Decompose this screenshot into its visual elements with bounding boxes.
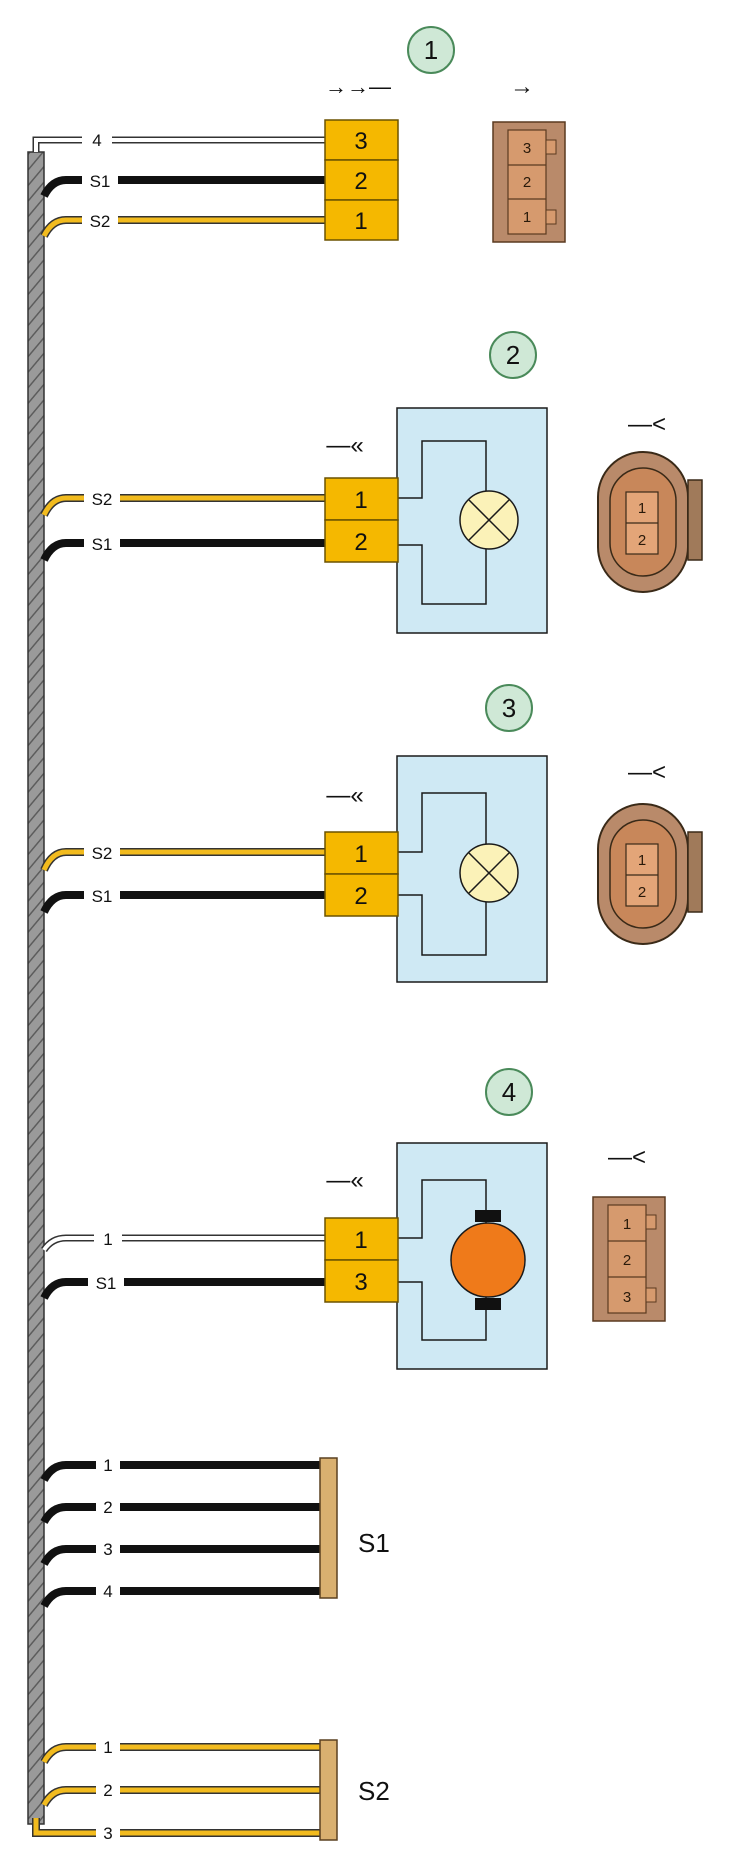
harness-connector-symbol: —« bbox=[326, 432, 363, 459]
wire-label: 2 bbox=[103, 1498, 112, 1517]
wire-s1-black bbox=[40, 176, 325, 198]
wire-label: 1 bbox=[103, 1456, 112, 1475]
view-pin: 2 bbox=[638, 532, 646, 549]
component-number: 3 bbox=[502, 693, 516, 723]
mating-connector-view-1: 3 2 1 bbox=[492, 121, 566, 243]
mating-connector-symbol: —< bbox=[608, 1144, 646, 1171]
harness-connector-symbol: →→— bbox=[325, 74, 391, 99]
motor-icon bbox=[450, 1222, 526, 1298]
mating-connector-symbol: —< bbox=[628, 411, 666, 438]
view-pin: 3 bbox=[623, 1289, 631, 1306]
wire-label: 3 bbox=[103, 1540, 112, 1559]
component-number-badge bbox=[485, 1068, 533, 1116]
pin-number: 3 bbox=[354, 1269, 367, 1296]
splice-s1: 1 2 3 4 S1 bbox=[40, 1455, 390, 1609]
view-pin: 1 bbox=[638, 852, 646, 869]
wire-s2-yellow bbox=[40, 848, 325, 872]
wire-4-white bbox=[32, 136, 325, 152]
view-pin: 2 bbox=[638, 884, 646, 901]
splice-wire bbox=[40, 1461, 320, 1609]
component-number-badge bbox=[485, 684, 533, 732]
pin-number: 1 bbox=[354, 841, 367, 868]
splice-bar bbox=[319, 1457, 338, 1599]
wire-label: S1 bbox=[92, 535, 113, 554]
wire-s1-black bbox=[40, 891, 325, 914]
wire-label: S1 bbox=[96, 1274, 117, 1293]
view-pin: 1 bbox=[623, 1216, 631, 1233]
harness-connector-1: 3 2 1 bbox=[324, 119, 399, 241]
mating-connector-view-3: 1 2 bbox=[597, 803, 703, 945]
splice-bar bbox=[319, 1739, 338, 1841]
component-number: 1 bbox=[424, 35, 438, 65]
wire-label: S1 bbox=[92, 887, 113, 906]
pin-number: 1 bbox=[354, 487, 367, 514]
mating-connector-view-4: 1 2 3 bbox=[592, 1196, 666, 1322]
component-number-badge bbox=[489, 331, 537, 379]
wire-label: 4 bbox=[92, 131, 101, 150]
mating-connector-symbol: —< bbox=[628, 759, 666, 786]
wire-label: 1 bbox=[103, 1738, 112, 1757]
view-pin: 3 bbox=[523, 140, 531, 157]
splice-wire bbox=[32, 1743, 320, 1837]
component-number: 4 bbox=[502, 1077, 516, 1107]
wire-label: 3 bbox=[103, 1824, 112, 1843]
wire-s1-black bbox=[40, 539, 325, 562]
component-number-badge bbox=[407, 26, 455, 74]
harness-connector-symbol: —« bbox=[326, 782, 363, 809]
component-4: 4 —« —< 1 S1 1 3 bbox=[40, 1068, 666, 1370]
mating-connector-view-2: 1 2 bbox=[597, 451, 703, 593]
splice-label: S1 bbox=[358, 1528, 390, 1558]
component-1: 1 →→— → 4 S1 S2 3 2 1 bbox=[32, 26, 566, 243]
component-3: 3 —« —< S2 S1 1 2 1 bbox=[40, 684, 703, 983]
wire-label: 2 bbox=[103, 1781, 112, 1800]
wire-label: S1 bbox=[90, 172, 111, 191]
wire-label: 4 bbox=[103, 1582, 112, 1601]
pin-number: 2 bbox=[354, 883, 367, 910]
wire-s2-yellow bbox=[40, 494, 325, 517]
harness-connector-symbol: —« bbox=[326, 1167, 363, 1194]
harness-connector-4: 1 3 bbox=[324, 1217, 399, 1303]
view-pin: 2 bbox=[523, 174, 531, 191]
pin-number: 1 bbox=[354, 208, 367, 235]
pin-number: 1 bbox=[354, 1227, 367, 1254]
splice-label: S2 bbox=[358, 1776, 390, 1806]
harness-connector-2: 1 2 bbox=[324, 477, 399, 563]
wire-1-white bbox=[41, 1234, 325, 1253]
wire-s1-black bbox=[40, 1278, 325, 1300]
view-pin: 1 bbox=[638, 500, 646, 517]
harness-connector-3: 1 2 bbox=[324, 831, 399, 917]
pin-number: 2 bbox=[354, 168, 367, 195]
view-pin: 2 bbox=[623, 1252, 631, 1269]
mating-connector-symbol: → bbox=[510, 73, 534, 100]
component-2: 2 —« —< S2 S1 1 2 bbox=[40, 331, 703, 634]
wire-label: S2 bbox=[92, 490, 113, 509]
wire-harness-trunk bbox=[27, 151, 45, 1825]
wire-label: S2 bbox=[92, 844, 113, 863]
splice-s2: 1 2 3 S2 bbox=[32, 1737, 390, 1843]
pin-number: 3 bbox=[354, 128, 367, 155]
view-pin: 1 bbox=[523, 209, 531, 226]
wire-label: 1 bbox=[103, 1230, 112, 1249]
component-number: 2 bbox=[506, 340, 520, 370]
pin-number: 2 bbox=[354, 529, 367, 556]
wire-label: S2 bbox=[90, 212, 111, 231]
wire-s2-yellow bbox=[40, 216, 325, 238]
